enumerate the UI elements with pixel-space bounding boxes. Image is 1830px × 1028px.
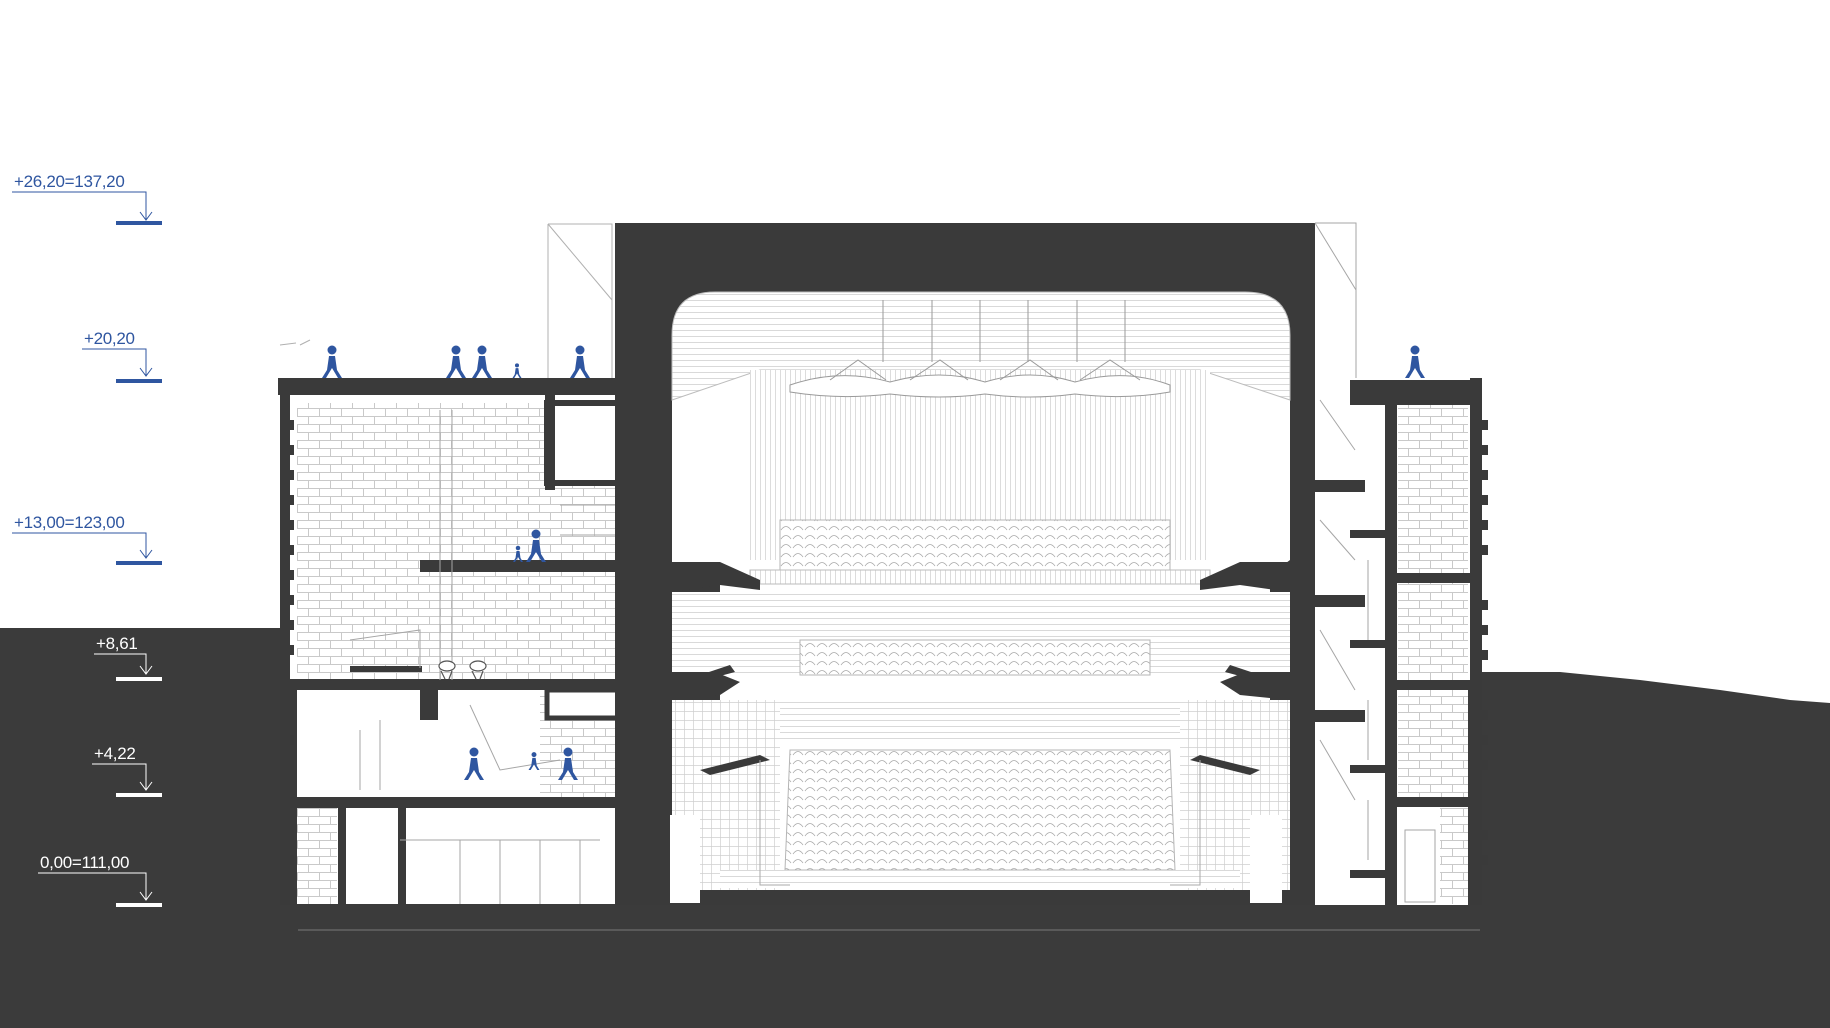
level-label: +13,00=123,00 (14, 513, 125, 532)
stair-right (1170, 760, 1201, 886)
person-figure-icon (446, 345, 466, 378)
level-marker: +8,61 (94, 634, 162, 681)
level-marker-arrow-icon (12, 191, 153, 221)
right-stair-shaft (1315, 223, 1363, 905)
left-interior-lines (349, 410, 620, 904)
left-core-rooms (544, 390, 628, 721)
balcony-slab-2-right (1220, 672, 1290, 700)
right-facade-fins (1470, 378, 1488, 905)
balcony-slab-1 (672, 562, 760, 592)
right-tiles-base (1440, 808, 1468, 904)
auditorium (615, 223, 1315, 905)
right-slabs (1315, 380, 1470, 905)
balcony-slab-2 (672, 672, 740, 700)
left-wing (278, 223, 633, 905)
roof-terrace-slab (278, 378, 615, 395)
balcony-slab-1-right (1200, 562, 1290, 592)
right-interior-lines (1314, 222, 1436, 903)
stair-left (759, 760, 790, 886)
ground-fill-bottom (0, 905, 1830, 1028)
level-marker: 0,00=111,00 (38, 853, 162, 907)
level-label: 0,00=111,00 (40, 853, 129, 872)
side-box-right-2 (1225, 665, 1260, 680)
right-tiles-upper (1398, 403, 1468, 573)
stage-floor (720, 870, 1240, 888)
left-lower-room (297, 808, 627, 904)
lounge-chairs (438, 660, 487, 680)
level-label: +4,22 (94, 744, 136, 763)
side-box-left (700, 755, 770, 775)
level-label: +20,20 (84, 329, 135, 348)
stalls-seats (784, 749, 1176, 871)
person-figure-icon (472, 345, 492, 378)
right-tiles-mid (1398, 580, 1468, 680)
level-markers: +26,20=137,20 +20,20 +13,00=123,00 +8,61… (12, 172, 162, 907)
core-opening-right-1 (1250, 815, 1282, 903)
person-figure-icon (512, 363, 522, 378)
upper-balcony-front (749, 569, 1211, 585)
level-marker: +13,00=123,00 (12, 513, 162, 565)
ceiling-ribs (671, 291, 1291, 401)
person-figure-icon (570, 345, 590, 378)
side-box-left-2 (700, 665, 735, 680)
right-wing (1314, 222, 1488, 905)
left-lower-tiles (297, 808, 337, 904)
level-marker-arrow-icon (38, 872, 153, 901)
upper-balcony-seats (779, 519, 1171, 571)
level-marker: +26,20=137,20 (12, 172, 162, 225)
stalls-proscenium (780, 700, 1180, 740)
level-marker-arrow-icon (82, 348, 153, 377)
acoustic-reflector (789, 300, 1171, 398)
level-marker: +4,22 (92, 744, 162, 797)
left-facade-fins (280, 395, 294, 905)
left-roof-canopy (279, 223, 613, 378)
person-figure-icon (322, 345, 342, 378)
core-opening-left-1 (670, 815, 700, 903)
level-label: +8,61 (96, 634, 138, 653)
level-label: +26,20=137,20 (14, 172, 125, 191)
level-marker-arrow-icon (12, 532, 153, 559)
person-figure-icon (1405, 345, 1425, 378)
right-tiles-low (1398, 690, 1468, 797)
level-marker: +20,20 (82, 329, 162, 383)
middle-tier-seats (799, 639, 1151, 676)
level-marker-arrow-icon (94, 653, 153, 675)
level-marker-arrow-icon (92, 763, 153, 791)
side-box-right (1190, 755, 1260, 775)
